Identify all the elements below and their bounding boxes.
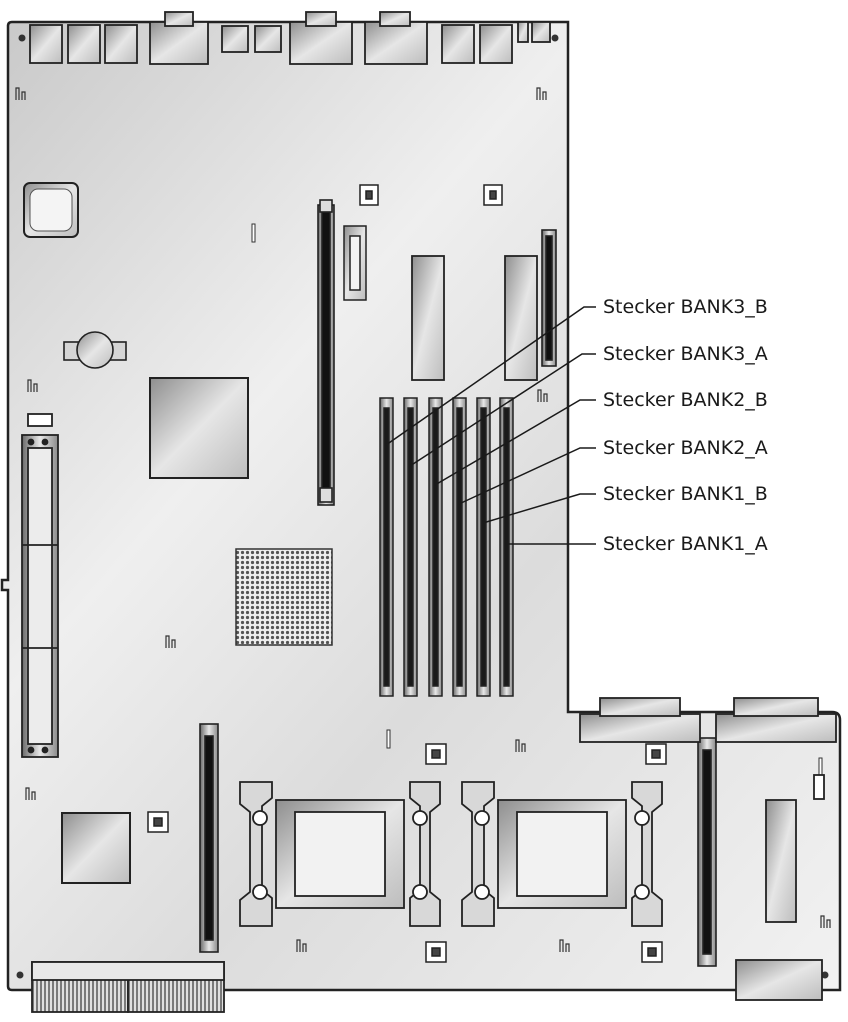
leader-bank3a bbox=[409, 353, 596, 467]
callout-bank2b: Stecker BANK2_B bbox=[603, 389, 768, 411]
vertical-bar-1 bbox=[411, 255, 445, 381]
bios-chip bbox=[23, 182, 79, 238]
callout-bank1b: Stecker BANK1_B bbox=[603, 483, 768, 505]
leader-bank2b bbox=[434, 399, 596, 486]
callout-bank3a: Stecker BANK3_A bbox=[603, 343, 768, 365]
callout-leaders bbox=[385, 306, 596, 545]
battery bbox=[63, 331, 127, 369]
bottom-edge-connectors bbox=[31, 961, 225, 1013]
leader-bank1b bbox=[482, 493, 596, 524]
leader-bank3b bbox=[385, 306, 596, 446]
riser-slot bbox=[317, 199, 335, 506]
dimm-slots bbox=[379, 397, 514, 697]
callout-bank2a: Stecker BANK2_A bbox=[603, 437, 768, 459]
rear-io-connectors bbox=[29, 11, 551, 65]
slim-connector bbox=[541, 229, 557, 367]
left-expansion-slot bbox=[199, 723, 219, 953]
right-expansion-slot bbox=[697, 737, 717, 967]
side-connectors bbox=[579, 697, 837, 1001]
leader-bank2a bbox=[458, 447, 596, 505]
cpu-socket-2 bbox=[461, 781, 663, 927]
cpu-socket-1 bbox=[239, 781, 441, 927]
bga-chip bbox=[235, 548, 333, 646]
small-connector bbox=[343, 225, 367, 301]
chipset bbox=[149, 377, 249, 479]
vertical-bar-2 bbox=[504, 255, 538, 381]
left-power-connector bbox=[21, 413, 59, 758]
small-markers bbox=[251, 223, 823, 777]
standoffs bbox=[15, 87, 831, 952]
callout-bank3b: Stecker BANK3_B bbox=[603, 296, 768, 318]
fan-headers bbox=[147, 184, 667, 963]
callout-bank1a: Stecker BANK1_A bbox=[603, 533, 768, 555]
small-chip bbox=[61, 812, 131, 884]
